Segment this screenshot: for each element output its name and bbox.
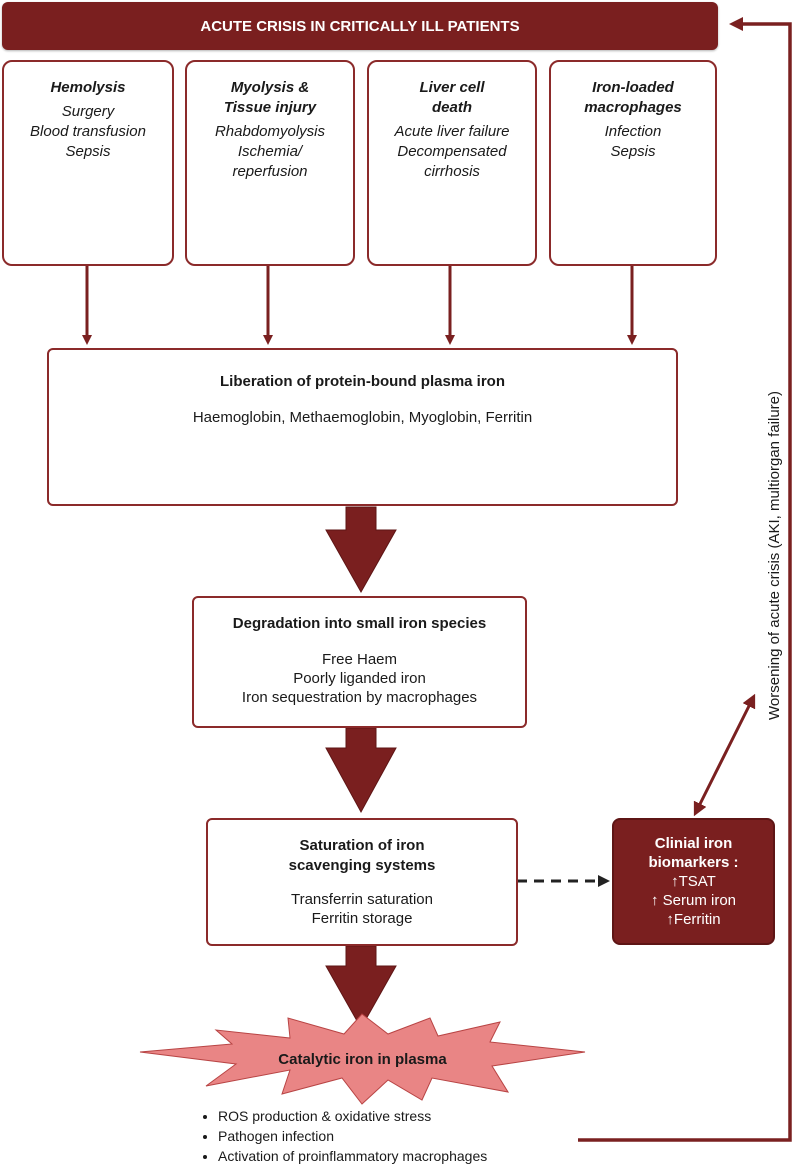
cause-title: Tissue injury (223, 99, 317, 116)
biomarkers-title: biomarkers : (648, 854, 739, 871)
degradation-item: Poorly liganded iron (293, 670, 426, 687)
degradation-box: Degradation into small iron species Free… (192, 596, 527, 728)
saturation-title: scavenging systems (288, 857, 436, 874)
flow-arrows (325, 506, 397, 1030)
cause-title: death (431, 99, 472, 116)
feedback-loop-label: Worsening of acute crisis (AKI, multiorg… (766, 390, 783, 720)
cause-item: Acute liver failure (394, 123, 510, 140)
effect-item: ROS production & oxidative stress (218, 1106, 487, 1126)
cause-title: Liver cell (419, 79, 485, 96)
saturation-item: Ferritin storage (311, 910, 413, 927)
acute-crisis-banner: ACUTE CRISIS IN CRITICALLY ILL PATIENTS (2, 2, 718, 50)
degradation-item: Free Haem (321, 651, 398, 668)
saturation-title: Saturation of iron (299, 837, 425, 854)
cause-box-hemolysis: Hemolysis Surgery Blood transfusion Seps… (2, 60, 174, 266)
cause-box-myolysis: Myolysis & Tissue injury Rhabdomyolysis … (185, 60, 355, 266)
cause-title: Iron-loaded (592, 79, 674, 96)
cause-title: Myolysis & (230, 79, 310, 96)
cause-item: Infection (604, 123, 662, 140)
cause-item: reperfusion (232, 163, 308, 180)
catalytic-iron-label: Catalytic iron in plasma (278, 1051, 447, 1068)
clinical-iron-biomarkers-box: Clinial iron biomarkers : ↑TSAT ↑ Serum … (612, 818, 775, 945)
cause-item: Decompensated (397, 143, 507, 160)
cause-arrows (82, 266, 637, 345)
biomarkers-title: Clinial iron (654, 835, 733, 852)
saturation-item: Transferrin saturation (290, 891, 433, 908)
effect-item: Pathogen infection (218, 1126, 487, 1146)
cause-item: Ischemia/ (237, 143, 303, 160)
cause-item: Sepsis (65, 143, 111, 160)
banner-title: ACUTE CRISIS IN CRITICALLY ILL PATIENTS (200, 17, 520, 35)
cause-item: Rhabdomyolysis (214, 123, 326, 140)
biomarker-item: ↑Ferritin (666, 911, 721, 928)
cause-title: macrophages (584, 99, 682, 116)
liberation-box: Liberation of protein-bound plasma iron … (47, 348, 678, 506)
feedback-loop-arrow (578, 17, 792, 1142)
saturation-box: Saturation of iron scavenging systems Tr… (206, 818, 518, 946)
cause-item: Sepsis (610, 143, 656, 160)
cause-box-liver-cell-death: Liver cell death Acute liver failure Dec… (367, 60, 537, 266)
effects-list: ROS production & oxidative stress Pathog… (200, 1106, 487, 1166)
cause-box-iron-loaded-macrophages: Iron-loaded macrophages Infection Sepsis (549, 60, 717, 266)
catalytic-iron-starburst (139, 1013, 586, 1105)
biomarker-feedback-arrow (693, 693, 756, 817)
degradation-title: Degradation into small iron species (232, 615, 487, 632)
biomarker-item: ↑ Serum iron (650, 892, 737, 909)
biomarker-item: ↑TSAT (671, 873, 716, 890)
effect-item: Activation of proinflammatory macrophage… (218, 1146, 487, 1166)
cause-item: cirrhosis (424, 163, 480, 180)
cause-item: Surgery (61, 103, 115, 120)
cause-title: Hemolysis (50, 79, 126, 96)
degradation-item: Iron sequestration by macrophages (241, 689, 478, 706)
cause-item: Blood transfusion (30, 123, 146, 140)
liberation-title: Liberation of protein-bound plasma iron (220, 373, 505, 390)
liberation-subtitle: Haemoglobin, Methaemoglobin, Myoglobin, … (192, 409, 533, 426)
